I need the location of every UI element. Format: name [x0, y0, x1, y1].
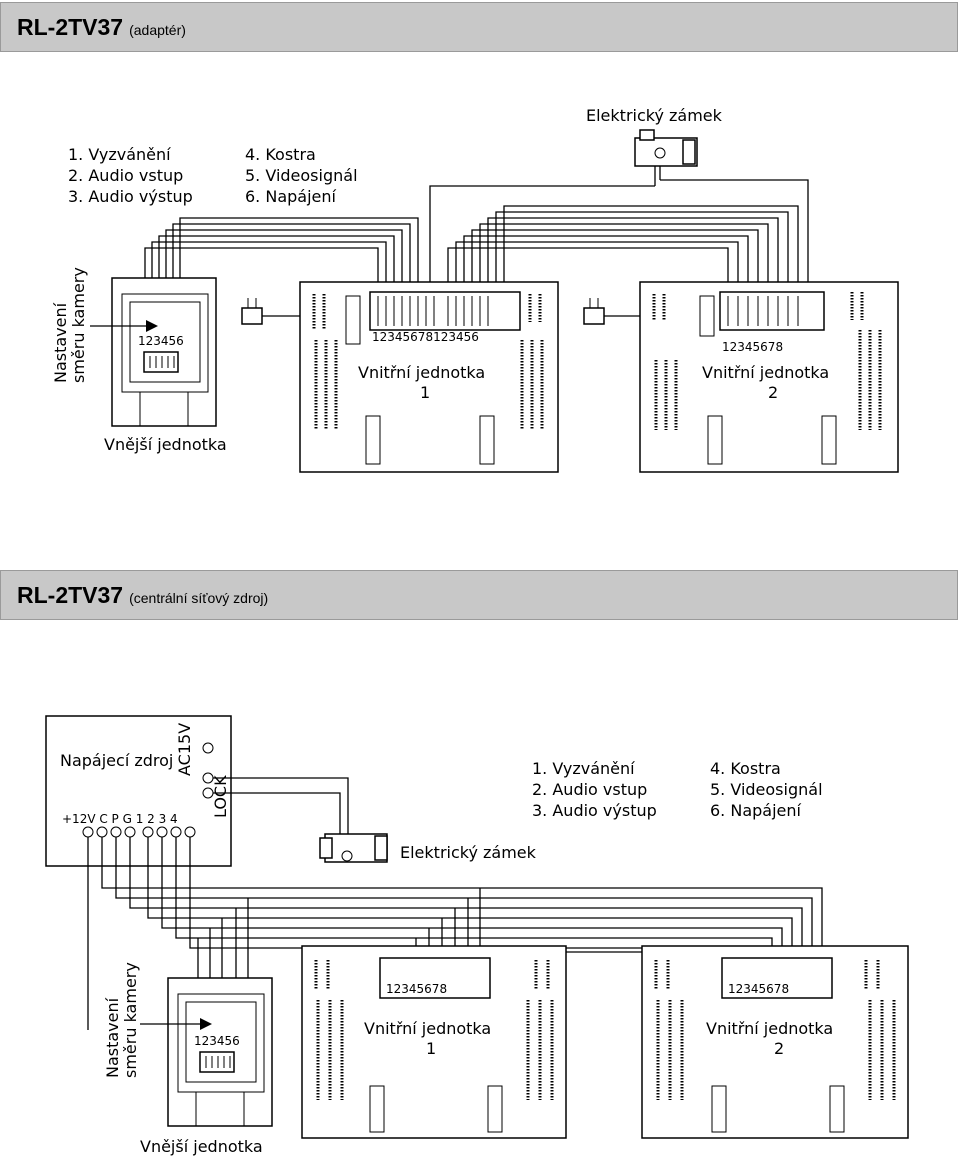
lock-label: Elektrický zámek	[586, 106, 723, 125]
legend-top: 1. Vyzvánění 2. Audio vstup 3. Audio výs…	[68, 145, 358, 206]
legend-bottom: 1. Vyzvánění 2. Audio vstup 3. Audio výs…	[532, 759, 823, 820]
indoor-unit-1-label-2: Vnitřní jednotka	[364, 1019, 491, 1038]
psu-label: Napájecí zdroj	[60, 751, 173, 770]
indoor-unit-1-number-2: 1	[426, 1039, 436, 1058]
terminal-labels: 12345678	[728, 982, 789, 996]
section-header-central-psu: RL-2TV37(centrální síťový zdroj)	[0, 570, 958, 620]
outdoor-unit-label-2: Vnější jednotka	[140, 1137, 263, 1156]
arrow-head-icon	[200, 1018, 212, 1030]
legend-item: 3. Audio výstup	[68, 187, 193, 206]
section-title: RL-2TV37(adaptér)	[17, 14, 186, 40]
camera-adjust-label-2: Nastavení směru kamery	[103, 962, 140, 1078]
section-title: RL-2TV37(centrální síťový zdroj)	[17, 582, 269, 608]
indoor-unit-2-label-2: Vnitřní jednotka	[706, 1019, 833, 1038]
indoor-unit-1-number: 1	[420, 383, 430, 402]
indoor-unit-1: 12345678123456	[299, 281, 559, 473]
svg-text:směru kamery: směru kamery	[121, 962, 140, 1078]
indoor-unit-1b: 12345678	[301, 945, 567, 1139]
legend-item: 5. Videosignál	[710, 780, 823, 799]
section-subtitle: (centrální síťový zdroj)	[129, 590, 269, 606]
legend-item: 6. Napájení	[710, 801, 802, 820]
terminal-labels: 12345678	[386, 982, 447, 996]
indoor-unit-2: 12345678	[639, 281, 899, 473]
indoor-unit-2-number: 2	[768, 383, 778, 402]
section-subtitle: (adaptér)	[129, 22, 186, 38]
diagram-central-psu: Napájecí zdroj AC15V LOCK +12V C P G 1 2…	[45, 715, 909, 1156]
outdoor-unit-1: 123456	[111, 277, 217, 427]
legend-item: 3. Audio výstup	[532, 801, 657, 820]
outdoor-pin-labels: 123456	[138, 334, 184, 348]
legend-item: 2. Audio vstup	[532, 780, 647, 799]
section-header-adapter: RL-2TV37(adaptér)	[0, 2, 958, 52]
camera-adjust-label: Nastavení směru kamery	[51, 267, 88, 383]
legend-item: 1. Vyzvánění	[68, 145, 171, 164]
lock-label-2: Elektrický zámek	[400, 843, 537, 862]
svg-text:Nastavení: Nastavení	[51, 302, 70, 383]
legend-item: 1. Vyzvánění	[532, 759, 635, 778]
outdoor-unit-label: Vnější jednotka	[104, 435, 227, 454]
legend-item: 4. Kostra	[245, 145, 316, 164]
svg-text:Nastavení: Nastavení	[103, 997, 122, 1078]
legend-item: 6. Napájení	[245, 187, 337, 206]
indoor-unit-2b: 12345678	[641, 945, 909, 1139]
diagram-adapter: 1. Vyzvánění 2. Audio vstup 3. Audio výs…	[51, 106, 899, 473]
svg-text:směru kamery: směru kamery	[69, 267, 88, 383]
outdoor-unit-2: 123456	[167, 977, 273, 1127]
electric-lock-icon	[319, 833, 388, 863]
outdoor-pin-labels: 123456	[194, 1034, 240, 1048]
terminal-labels: 12345678	[722, 340, 783, 354]
legend-item: 4. Kostra	[710, 759, 781, 778]
power-supply: Napájecí zdroj AC15V LOCK +12V C P G 1 2…	[45, 715, 232, 867]
psu-terminal-labels: +12V C P G 1 2 3 4	[62, 812, 178, 826]
legend-item: 2. Audio vstup	[68, 166, 183, 185]
indoor-unit-2-label: Vnitřní jednotka	[702, 363, 829, 382]
terminal-labels: 12345678123456	[372, 330, 479, 344]
electric-lock-icon	[634, 129, 698, 167]
psu-lock-label: LOCK	[211, 775, 230, 818]
indoor-unit-2-number-2: 2	[774, 1039, 784, 1058]
arrow-head-icon	[146, 320, 158, 332]
lock-wires	[213, 777, 349, 834]
psu-ac-label: AC15V	[175, 723, 194, 776]
legend-item: 5. Videosignál	[245, 166, 358, 185]
indoor-unit-1-label: Vnitřní jednotka	[358, 363, 485, 382]
